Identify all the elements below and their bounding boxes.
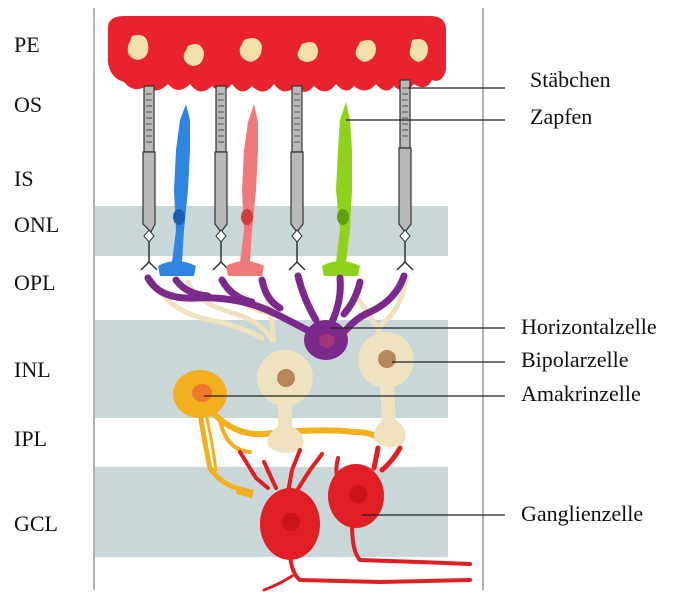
layer-labels: PE OS IS ONL OPL INL IPL GCL (14, 32, 59, 536)
cell-label-ganglion: Ganglienzelle (521, 501, 643, 526)
layer-label-is: IS (14, 166, 34, 191)
layer-label-opl: OPL (14, 270, 56, 295)
cell-label-amacrine: Amakrinzelle (521, 381, 641, 406)
cell-label-bipolar: Bipolarzelle (521, 347, 629, 372)
pigment-epithelium (108, 16, 446, 92)
cell-label-rods: Stäbchen (530, 67, 611, 92)
cell-label-horizontal: Horizontalzelle (521, 314, 657, 339)
cell-label-cones: Zapfen (530, 104, 592, 129)
layer-label-os: OS (14, 92, 42, 117)
layer-label-inl: INL (14, 357, 51, 382)
cell-labels: Stäbchen Zapfen Horizontalzelle Bipolarz… (521, 67, 657, 526)
layer-label-pe: PE (14, 32, 40, 57)
layer-label-gcl: GCL (14, 511, 58, 536)
layer-label-onl: ONL (14, 212, 59, 237)
layer-label-ipl: IPL (14, 426, 47, 451)
